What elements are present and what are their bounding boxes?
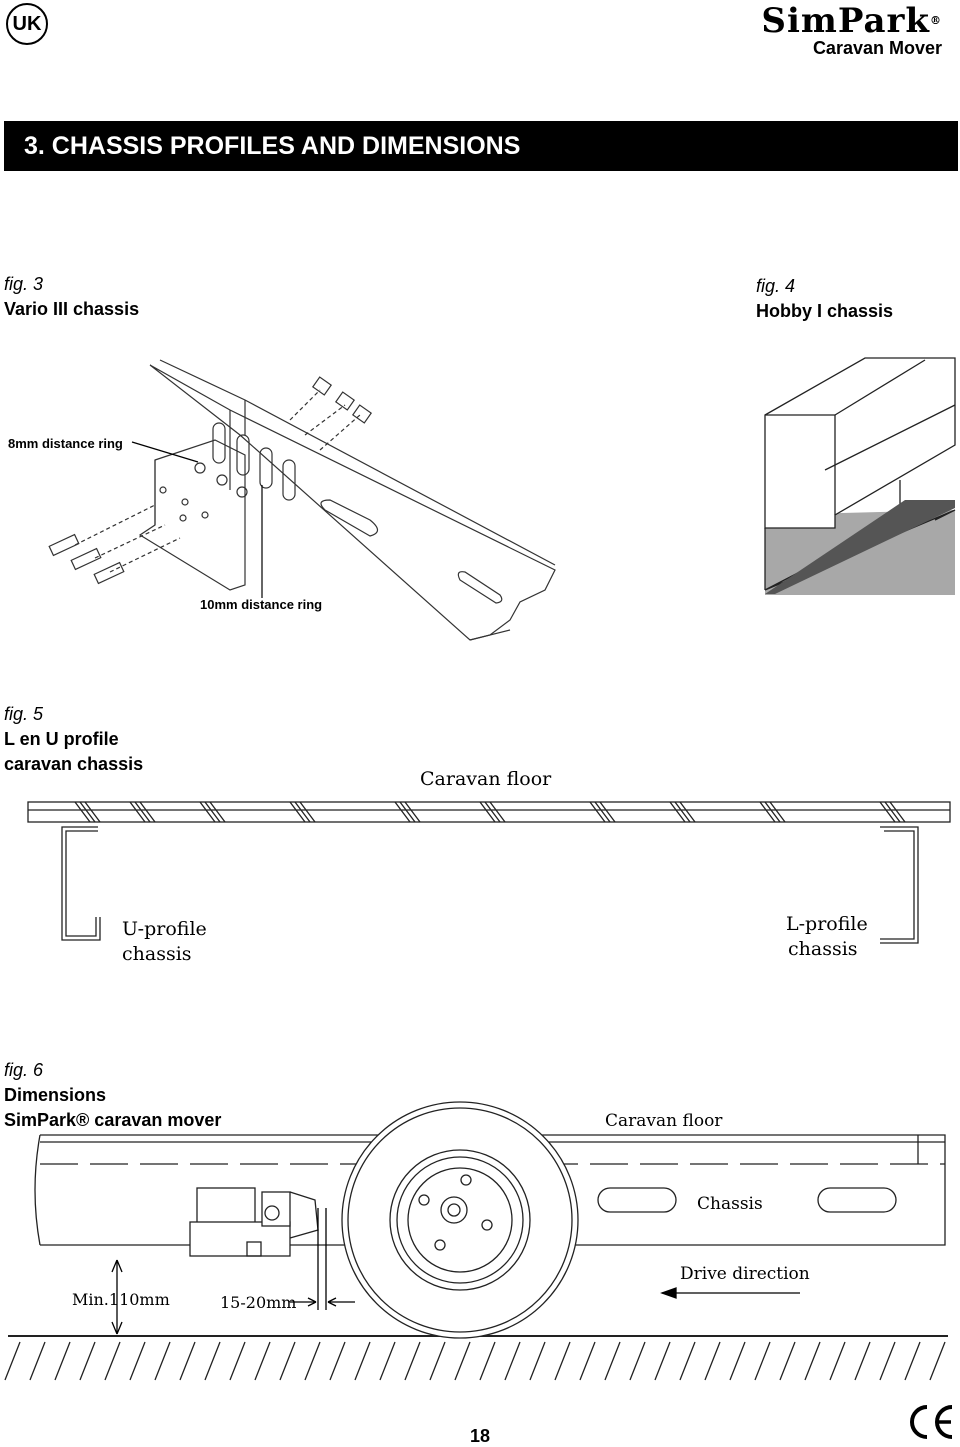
language-badge: UK: [6, 3, 48, 45]
brand-logo: SimPark® Caravan Mover: [761, 4, 942, 59]
fig4-number: fig. 4: [756, 276, 796, 296]
fig5-title-line2: caravan chassis: [4, 754, 144, 774]
fig5-floor-label: Caravan floor: [420, 768, 552, 790]
fig5-profile-diagram: Caravan floor U-profile chassis L-profil…: [27, 768, 951, 965]
fig5-u-label-line2: chassis: [122, 943, 192, 965]
fig5-floor-hatching: [74, 801, 906, 823]
fig6-gap-label: 15-20mm: [220, 1293, 296, 1312]
brand-subtitle: Caravan Mover: [812, 38, 942, 58]
fig6-dimensions-diagram: Caravan floor Chassis Drive direction Mi…: [4, 1101, 948, 1381]
fig5-caption: fig. 5 L en U profile caravan chassis: [4, 702, 143, 777]
fig6-title-line1: Dimensions: [4, 1085, 107, 1105]
fig3-title: Vario III chassis: [4, 299, 140, 319]
brand-name: SimPark: [761, 1, 930, 41]
fig3-callout-10mm: 10mm distance ring: [200, 597, 322, 612]
fig3-vario-chassis-drawing: 8mm distance ring 10mm distance ring: [8, 359, 556, 641]
fig4-title: Hobby I chassis: [756, 301, 894, 321]
fig6-floor-label: Caravan floor: [605, 1111, 723, 1131]
ce-mark-icon: [910, 1405, 953, 1439]
fig3-caption: fig. 3 Vario III chassis: [4, 272, 139, 322]
fig3-number: fig. 3: [4, 274, 44, 294]
fig6-caption: fig. 6 Dimensions SimPark® caravan mover: [4, 1058, 221, 1133]
fig4-caption: fig. 4 Hobby I chassis: [756, 274, 893, 324]
fig6-chassis-label: Chassis: [697, 1194, 763, 1214]
fig6-number: fig. 6: [4, 1060, 44, 1080]
fig5-number: fig. 5: [4, 704, 44, 724]
fig5-l-label-line2: chassis: [788, 938, 858, 960]
fig6-drive-direction-label: Drive direction: [680, 1264, 810, 1284]
fig6-title-line2: SimPark® caravan mover: [4, 1110, 222, 1130]
section-title: 3. CHASSIS PROFILES AND DIMENSIONS: [4, 121, 958, 171]
fig5-title-line1: L en U profile: [4, 729, 119, 749]
fig6-mover-unit: [189, 1187, 319, 1257]
brand-registered-mark: ®: [930, 14, 942, 27]
fig5-l-label-line1: L-profile: [786, 913, 868, 935]
fig5-u-label-line1: U-profile: [122, 918, 207, 940]
fig6-ground-hatching: [4, 1341, 946, 1381]
page-number: 18: [469, 1426, 491, 1446]
fig3-callout-8mm: 8mm distance ring: [8, 436, 123, 451]
fig6-min-height-label: Min.110mm: [72, 1290, 170, 1309]
fig4-hobby-chassis-drawing: [764, 357, 956, 595]
